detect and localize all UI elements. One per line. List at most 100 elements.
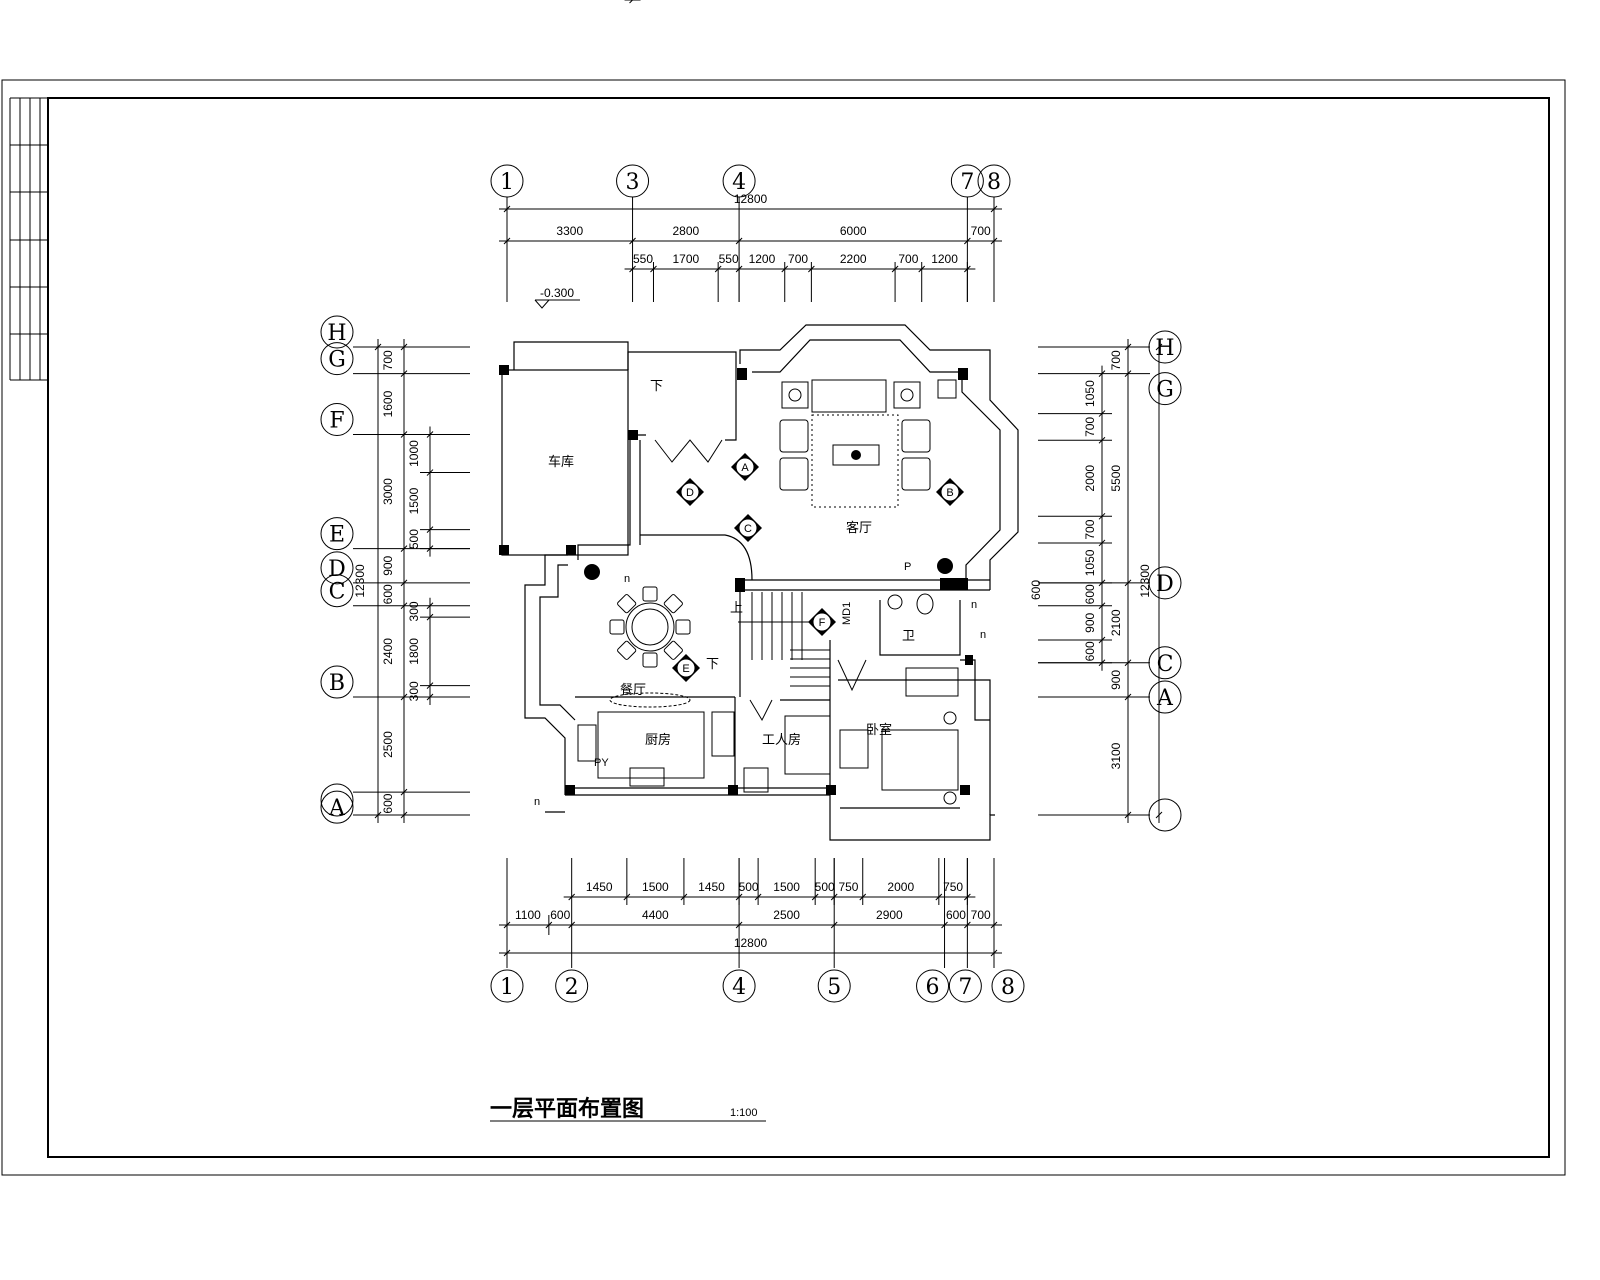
axis-label: 8 — [987, 170, 1001, 195]
elevation-mark: -0.300 — [534, 286, 580, 309]
view-marker-circle — [812, 612, 832, 632]
top-detail-dim-label: 550 — [633, 252, 653, 266]
drawing-title-block: 一层平面布置图 1:100 — [490, 1096, 766, 1122]
bottom-detail-dim-label: 1500 — [642, 880, 669, 894]
left-axes-dim-label: 2400 — [381, 638, 395, 665]
dining-chair — [663, 640, 683, 660]
axis-label: D — [328, 557, 346, 582]
axis-label: A — [328, 796, 346, 821]
view-marker-label: C — [744, 523, 752, 535]
stove — [577, 724, 597, 762]
axis-bubble — [320, 551, 354, 585]
view-marker-label: B — [946, 487, 953, 499]
left-detail-dim-label: 1000 — [407, 440, 421, 467]
top-axes-dim-label: 6000 — [840, 224, 867, 238]
room-label-dining: 餐厅 — [620, 682, 646, 698]
axis-bubble — [722, 969, 756, 1003]
axis-label: 4 — [732, 975, 746, 1000]
axis-label: 5 — [827, 975, 841, 1000]
washbasin — [887, 594, 903, 610]
axis-bubble — [916, 969, 950, 1003]
right-axes-dim-label: 5500 — [1109, 465, 1123, 492]
label-n: n — [624, 573, 630, 585]
drawing-scale: 1:100 — [730, 1107, 758, 1119]
fridge — [711, 711, 735, 757]
inner-frame — [47, 97, 1550, 1158]
outer-frame — [1, 79, 1566, 1176]
right-total-dim-tick — [1155, 811, 1163, 819]
room-label-garage: 车库 — [548, 454, 574, 470]
axis-label: 6 — [926, 975, 940, 1000]
dining-chair — [642, 652, 658, 668]
right-detail-dim-label: 2000 — [1083, 465, 1097, 492]
axis-bubble — [320, 517, 354, 551]
axis-label: G — [1156, 378, 1174, 403]
bottom-axes-dim-label: 1100 — [515, 908, 541, 922]
left-axes-dim-label: 3000 — [381, 478, 395, 505]
axis-label: C — [329, 580, 346, 605]
right-axes-dim-label: 900 — [1109, 670, 1123, 690]
walls — [499, 324, 1019, 841]
right-total-dim-label: 12300 — [1138, 564, 1152, 598]
room-label-servant: 工人房 — [762, 732, 801, 748]
label-n: n — [980, 629, 986, 641]
right-detail-dim-label: 600 — [1083, 584, 1097, 604]
top-detail-dim-label: 1700 — [672, 252, 699, 266]
axis-bubble — [320, 665, 354, 699]
view-marker-circle — [676, 658, 696, 678]
bottom-axes-dim-label: 600 — [550, 908, 570, 922]
left-axes-dim-label: 1600 — [381, 390, 395, 417]
room-label-living: 客厅 — [846, 520, 872, 536]
axis-label: B — [329, 671, 345, 696]
right-detail-dim-label: 900 — [1083, 613, 1097, 633]
view-marker-circle — [940, 482, 960, 502]
lamp-icon — [937, 379, 957, 399]
side-table — [893, 381, 921, 409]
axis-bubble — [320, 783, 354, 817]
bottom-detail-dim-label: 1450 — [586, 880, 613, 894]
room-label-bedroom: 卧室 — [866, 722, 892, 738]
view-marker-label: E — [682, 663, 689, 675]
left-detail-dim-label: 500 — [407, 529, 421, 549]
bottom-detail-dim-label: 500 — [815, 880, 835, 894]
plant-icon — [584, 564, 600, 580]
right-detail-dim-label: 600 — [1083, 641, 1097, 661]
bottom-axes-dim-label: 700 — [971, 908, 991, 922]
left-detail-dim-label: 300 — [407, 601, 421, 621]
label-door-md1: MD1 — [841, 602, 853, 625]
right-note-label: 600 — [1029, 580, 1043, 600]
bottom-detail-dim-label: 750 — [943, 880, 963, 894]
dining-table — [625, 602, 675, 652]
axis-label: C — [1157, 652, 1174, 677]
axis-bubble — [320, 790, 354, 824]
axis-label: H — [1155, 336, 1174, 361]
plant-icon — [937, 558, 953, 574]
axis-label: 2 — [565, 975, 579, 1000]
right-detail-dim-label: 700 — [1083, 417, 1097, 437]
wardrobe — [905, 667, 959, 697]
bottom-total-dim-label: 12800 — [734, 936, 768, 950]
staircase — [738, 592, 832, 687]
dining-chair — [675, 619, 691, 635]
top-total-dim-label: 12800 — [734, 192, 768, 206]
dining-bay-wall — [524, 554, 568, 795]
armchair — [779, 419, 809, 453]
right-axes-dim-label: 700 — [1109, 350, 1123, 370]
axis-label: D — [1156, 572, 1174, 597]
axis-label: 1 — [500, 975, 514, 1000]
view-marker-label: F — [819, 617, 826, 629]
top-detail-dim-label: 1200 — [749, 252, 776, 266]
sofa — [811, 379, 887, 413]
kitchen-counter — [597, 711, 705, 779]
axis-bubble — [1148, 798, 1182, 832]
dining-chair — [663, 594, 683, 614]
axis-bubble — [1148, 372, 1182, 406]
axis-bubble — [817, 969, 851, 1003]
room-label-kitchen: 厨房 — [645, 732, 671, 748]
right-detail-dim-label: 1050 — [1083, 549, 1097, 576]
armchair — [779, 457, 809, 491]
top-detail-dim-label: 1200 — [931, 252, 958, 266]
